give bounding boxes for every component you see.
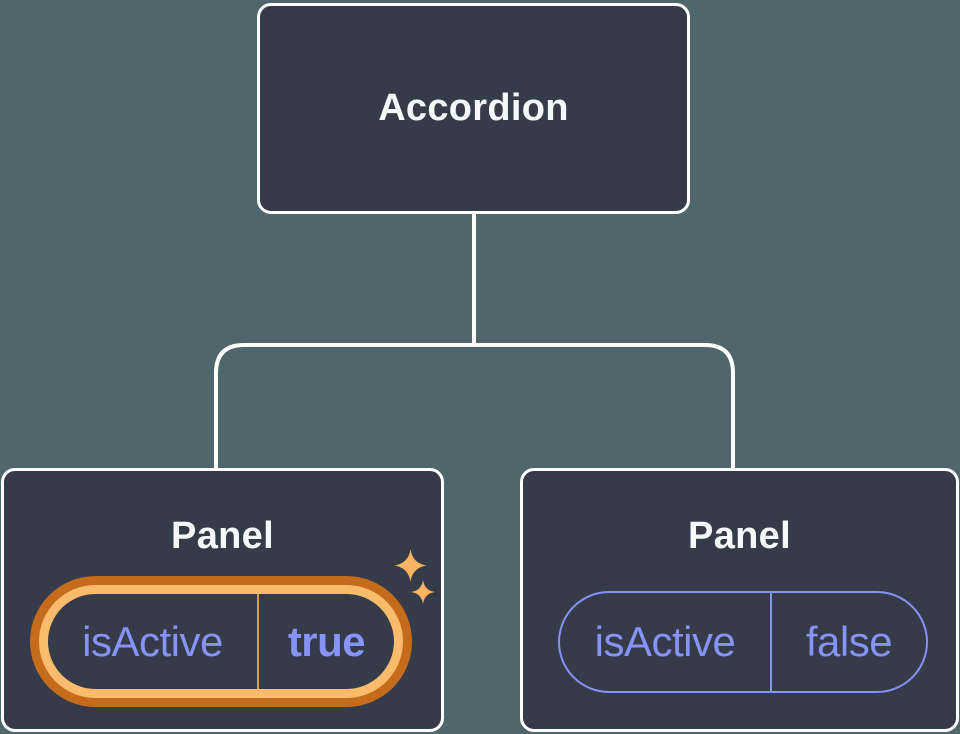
state-pill: isActive true xyxy=(48,594,394,689)
accordion-node-label: Accordion xyxy=(378,87,569,129)
accordion-node: Accordion xyxy=(257,3,690,214)
sparkle-icon xyxy=(411,580,435,604)
state-prop-value: false xyxy=(805,618,893,665)
panel-node-inactive: Panel isActive false xyxy=(520,468,959,732)
panel-node-active: Panel isActive true xyxy=(1,468,444,732)
state-highlight-ring-inner: isActive true xyxy=(39,585,403,698)
panel-node-label: Panel xyxy=(688,515,791,557)
state-prop-name: isActive xyxy=(560,593,772,691)
state-prop-value: true xyxy=(287,617,366,665)
state-highlight-ring: isActive true xyxy=(30,576,412,707)
panel-node-label: Panel xyxy=(171,515,274,557)
sparkle-icon xyxy=(394,549,427,582)
state-prop-name: isActive xyxy=(48,594,259,689)
state-pill: isActive false xyxy=(558,591,928,693)
